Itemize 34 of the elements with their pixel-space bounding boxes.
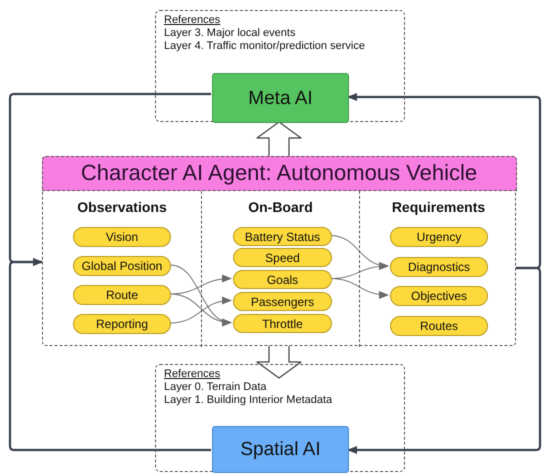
arrow [330, 278, 389, 299]
item-pill: Battery Status [233, 227, 332, 246]
item-pill: Passengers [233, 292, 332, 311]
reference-text: Layer 4. Traffic monitor/prediction service [164, 40, 366, 53]
item-pill: Urgency [390, 227, 488, 247]
item-pill: Vision [73, 227, 171, 247]
column-heading: Requirements [390, 199, 486, 215]
agent-title-bar: Character AI Agent: Autonomous Vehicle [42, 156, 516, 190]
column-heading: On-Board [247, 199, 314, 215]
item-pill: Routes [390, 316, 488, 336]
arrow [347, 93, 542, 270]
item-pill: Objectives [390, 286, 488, 306]
agent-container [42, 156, 516, 346]
item-pill: Diagnostics [390, 257, 488, 277]
arrow [347, 266, 542, 454]
item-pill: Reporting [73, 314, 171, 334]
reference-text: Layer 0. Terrain Data [164, 381, 268, 394]
panel-heading: References [164, 14, 222, 27]
reference-text: Layer 3. Major local events [164, 27, 296, 40]
reference-text: Layer 1. Building Interior Metadata [164, 394, 334, 407]
arrow [8, 258, 211, 452]
block-arrow [256, 121, 302, 157]
column-heading: Observations [76, 199, 168, 215]
ai-layer-box: Meta AI [212, 73, 349, 123]
item-pill: Speed [233, 248, 332, 267]
reference-panel [155, 10, 405, 122]
ai-layer-box: Spatial AI [212, 426, 349, 473]
block-arrow [256, 345, 302, 379]
panel-heading: References [164, 368, 222, 381]
item-pill: Global Position [73, 256, 171, 276]
reference-panel [155, 364, 405, 472]
item-pill: Throttle [233, 314, 332, 333]
item-pill: Route [73, 285, 171, 305]
item-pill: Goals [233, 270, 332, 289]
